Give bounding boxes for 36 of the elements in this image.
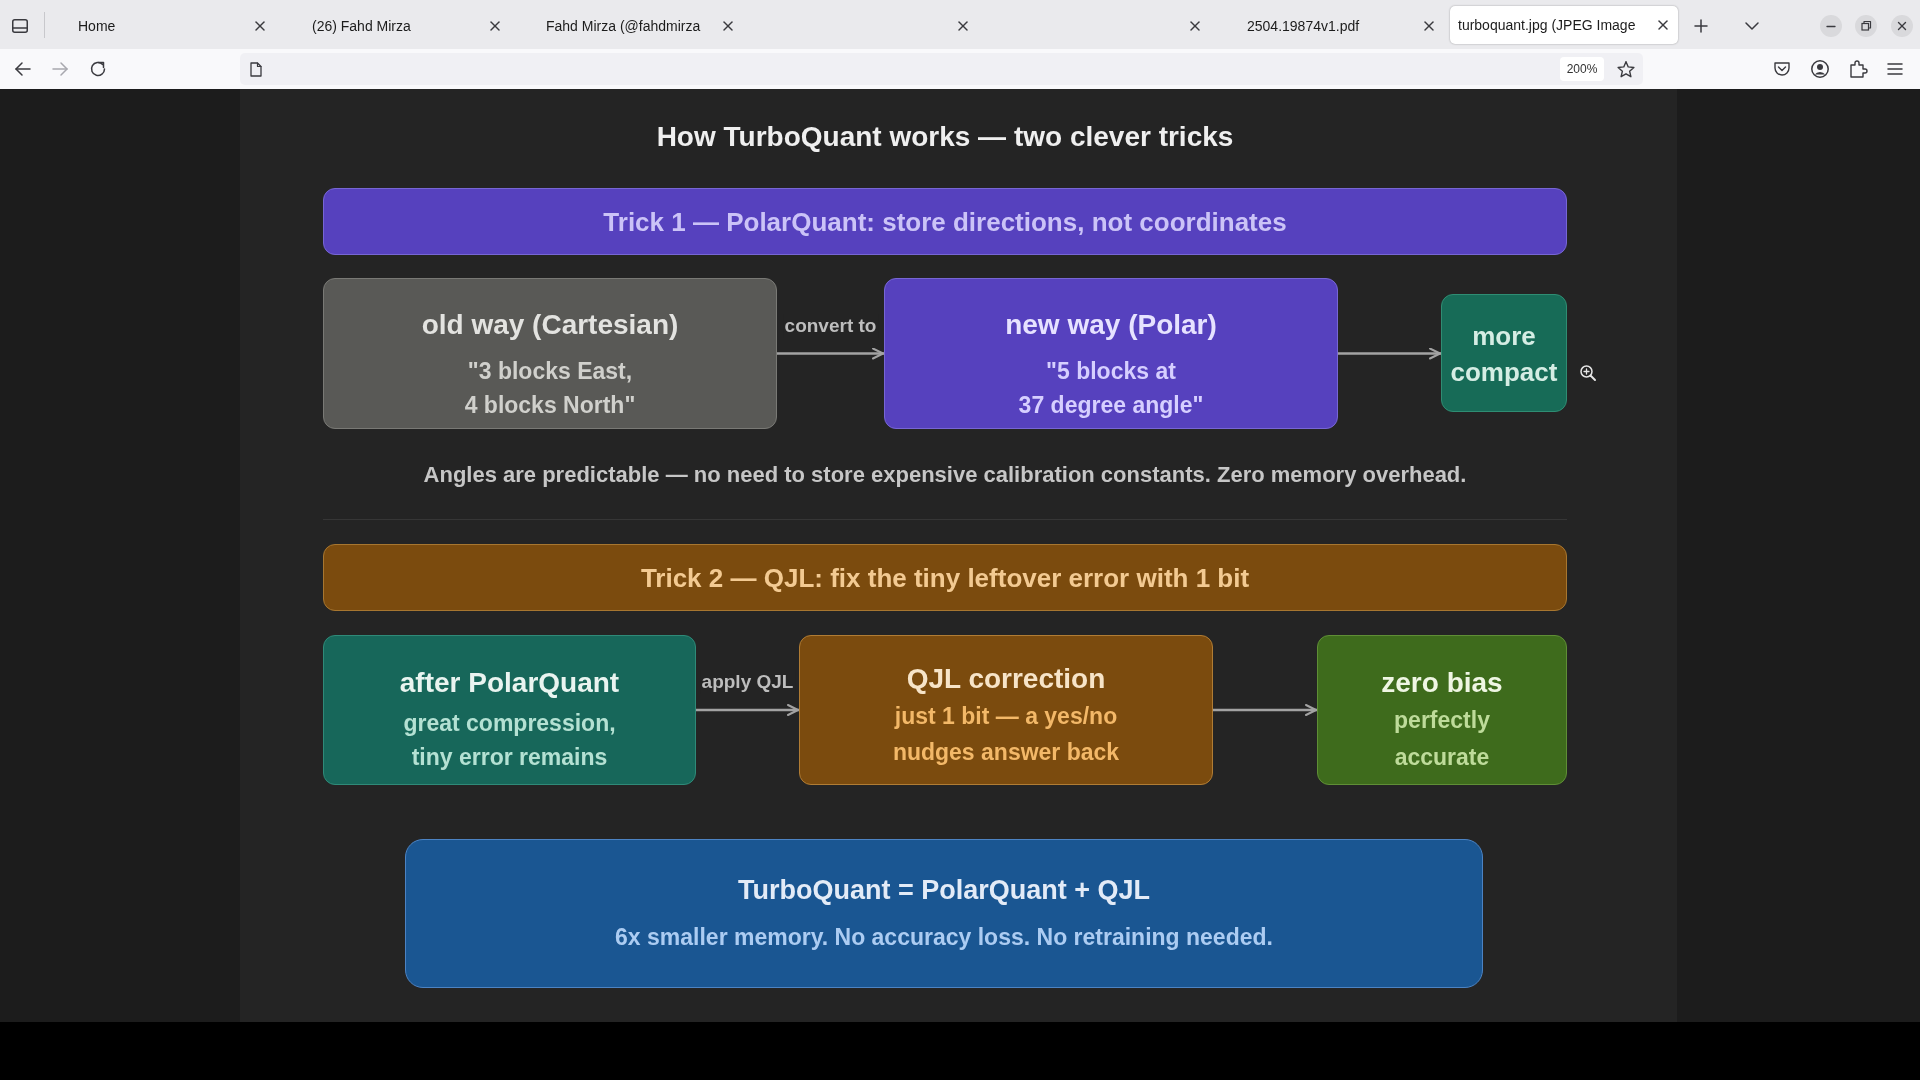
arrow [1213, 704, 1317, 716]
result-box [1317, 635, 1567, 785]
tab-title: (26) Fahd Mirza [312, 17, 411, 35]
tab-title: 2504.19874v1.pdf [1247, 17, 1360, 35]
tab-title: Home [78, 17, 116, 35]
summary-box [405, 839, 1483, 988]
note-text: Angles are predictable — no need to store expensive calibration constants. Zero memory overhead. [423, 461, 1467, 489]
process-box [323, 278, 777, 429]
process-box [323, 635, 696, 785]
process-box [884, 278, 1338, 429]
box-title: after PolarQuant [399, 666, 620, 700]
box-description: great compression, tiny error remains [403, 709, 616, 772]
banner-title: Trick 1 — PolarQuant: store directions, not coordinates [603, 205, 1287, 238]
arrow [1338, 347, 1441, 360]
process-box [799, 635, 1213, 785]
diagram-title: How TurboQuant works — two clever tricks [656, 120, 1234, 154]
box-title: zero bias [1381, 666, 1503, 700]
box-title: QJL correction [906, 662, 1106, 696]
box-title: old way (Cartesian) [421, 308, 679, 342]
box-title: TurboQuant = PolarQuant + QJL [737, 874, 1150, 907]
section-banner [323, 188, 1567, 255]
section-banner [323, 544, 1567, 611]
box-description: just 1 bit — a yes/no nudges answer back [892, 702, 1120, 767]
arrow [777, 347, 884, 360]
result-box [1441, 294, 1567, 412]
box-description: "3 blocks East, 4 blocks North" [464, 357, 636, 420]
box-title: new way (Polar) [1005, 308, 1217, 342]
banner-title: Trick 2 — QJL: fix the tiny leftover error with 1 bit [640, 561, 1250, 594]
box-description: 6x smaller memory. No accuracy loss. No retraining needed. [615, 923, 1273, 952]
arrow [696, 704, 799, 716]
box-label: more compact [1450, 320, 1558, 389]
box-description: "5 blocks at 37 degree angle" [1018, 357, 1204, 420]
active-tab: turboquant.jpg (JPEG Image [1450, 6, 1678, 44]
tab-title: Fahd Mirza (@fahdmirza [546, 17, 701, 35]
zoom-level-button: 200% [1560, 57, 1604, 81]
box-description: perfectly accurate [1394, 706, 1490, 772]
